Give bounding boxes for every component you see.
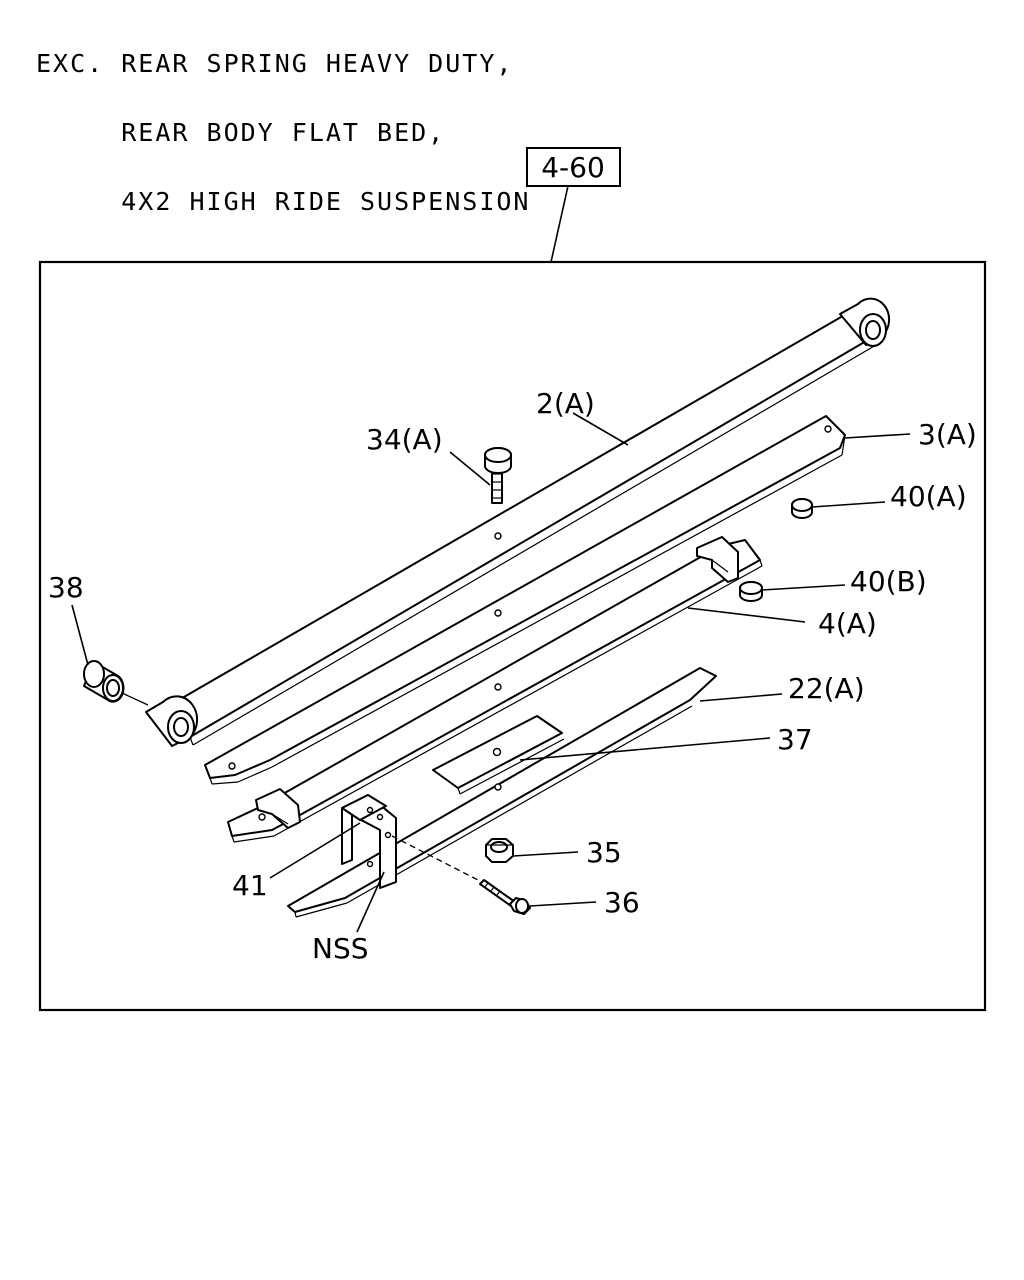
header-line-1: EXC. REAR SPRING HEAVY DUTY, bbox=[36, 49, 514, 78]
reference-box[interactable]: 4-60 bbox=[526, 147, 621, 187]
diagram-header: EXC. REAR SPRING HEAVY DUTY, REAR BODY F… bbox=[36, 6, 531, 236]
bushing-alignment-line bbox=[121, 692, 149, 706]
bumper-part-40a[interactable] bbox=[791, 498, 813, 519]
callout-4a: 4(A) bbox=[818, 607, 877, 640]
bolt-alignment-line bbox=[391, 835, 479, 881]
diagram-frame bbox=[38, 260, 987, 1012]
callout-nss: NSS bbox=[312, 932, 369, 965]
second-leaf-part-3[interactable] bbox=[204, 415, 846, 785]
rebound-clip-rear bbox=[255, 788, 301, 829]
bushing-part-38[interactable] bbox=[83, 660, 125, 703]
nut-part-35[interactable] bbox=[485, 838, 514, 863]
callout-40b: 40(B) bbox=[850, 565, 927, 598]
front-spring-eye bbox=[839, 297, 891, 347]
callout-35: 35 bbox=[586, 836, 622, 869]
header-line-3: 4X2 HIGH RIDE SUSPENSION bbox=[36, 187, 531, 216]
callout-40a: 40(A) bbox=[890, 480, 967, 513]
callout-2a: 2(A) bbox=[536, 387, 595, 420]
reference-leader bbox=[550, 185, 569, 263]
center-bolt-part-34[interactable] bbox=[484, 447, 512, 504]
bracket-part-41[interactable] bbox=[341, 794, 397, 889]
rear-spring-eye bbox=[145, 695, 199, 747]
third-leaf-part-4[interactable] bbox=[227, 536, 763, 843]
callout-38: 38 bbox=[48, 571, 84, 604]
reference-box-label: 4-60 bbox=[541, 151, 605, 184]
leader-lines bbox=[71, 412, 911, 933]
callout-41: 41 bbox=[232, 869, 268, 902]
header-line-2: REAR BODY FLAT BED, bbox=[36, 118, 446, 147]
spacer-plate-part-37[interactable] bbox=[432, 715, 565, 795]
bumper-part-40b[interactable] bbox=[739, 581, 763, 602]
bolt-part-36[interactable] bbox=[479, 879, 531, 915]
callout-34a: 34(A) bbox=[366, 423, 443, 456]
callout-37: 37 bbox=[777, 723, 813, 756]
main-leaf-part-2[interactable] bbox=[145, 297, 891, 747]
callout-36: 36 bbox=[604, 886, 640, 919]
callout-3a: 3(A) bbox=[918, 418, 977, 451]
callout-22a: 22(A) bbox=[788, 672, 865, 705]
rebound-clip-front bbox=[696, 536, 739, 583]
